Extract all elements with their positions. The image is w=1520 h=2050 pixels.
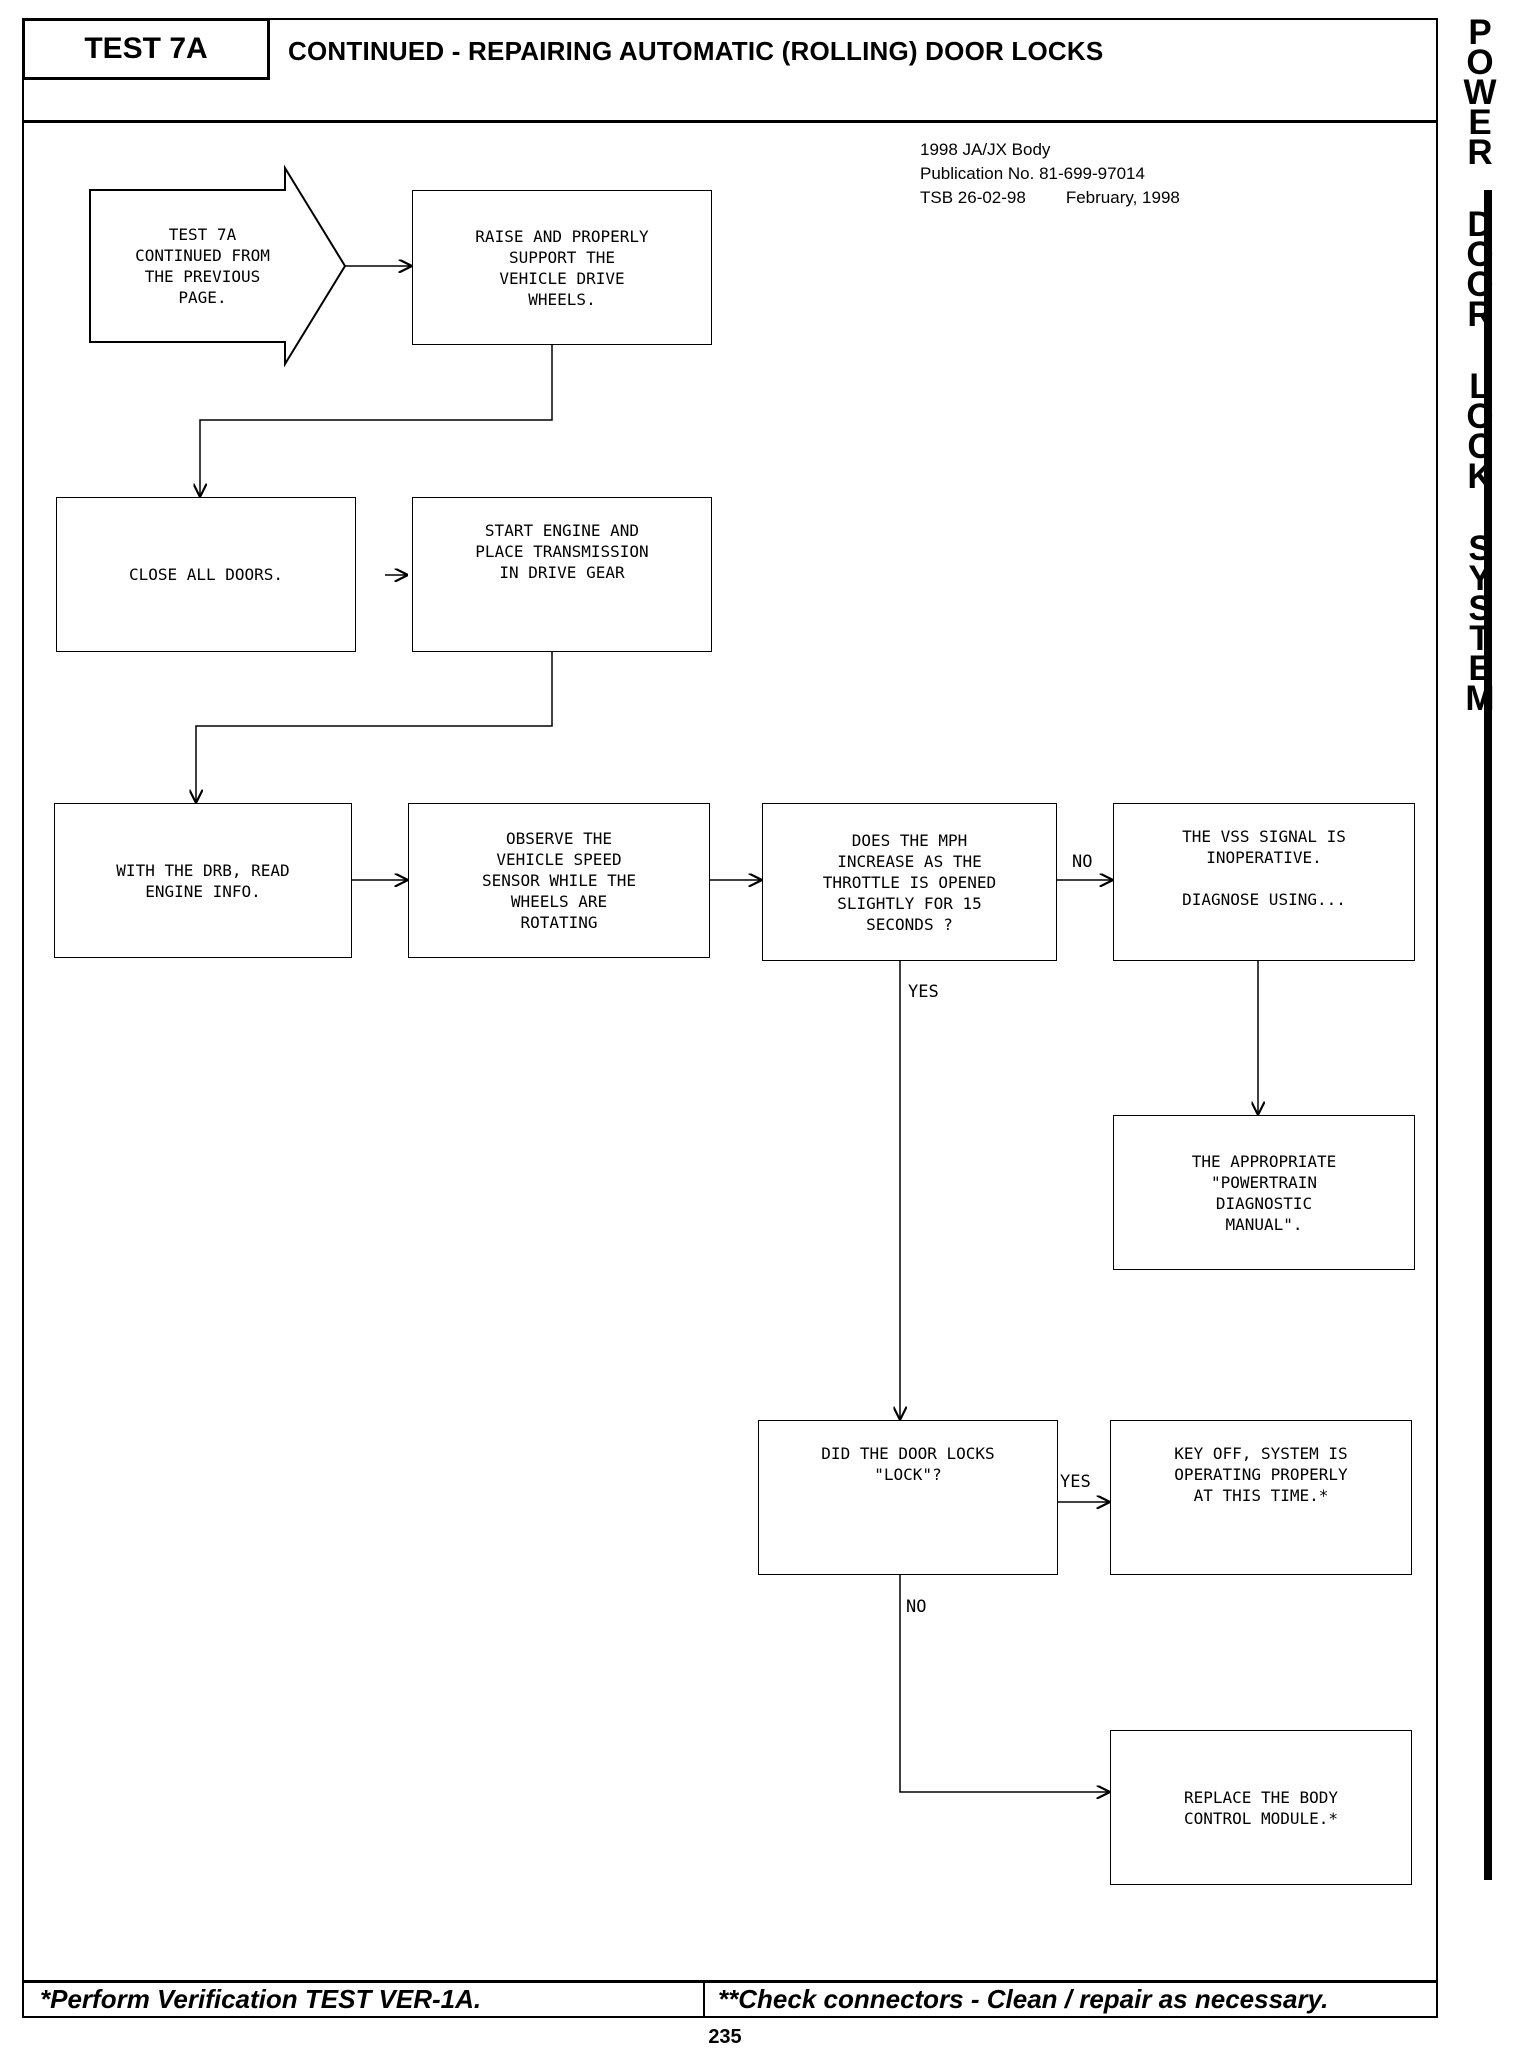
mph-question-box: DOES THE MPH INCREASE AS THE THROTTLE IS… [762,803,1057,961]
meta-date: February, 1998 [1065,188,1180,207]
observe-vss-box: OBSERVE THE VEHICLE SPEED SENSOR WHILE T… [408,803,710,958]
header-divider [22,120,1438,123]
footer-verification-note: *Perform Verification TEST VER-1A. [40,1984,482,2014]
start-engine-box: START ENGINE AND PLACE TRANSMISSION IN D… [412,497,712,652]
page-number: 235 [708,2026,742,2048]
drb-read-box: WITH THE DRB, READ ENGINE INFO. [54,803,352,958]
page-frame [22,18,1438,2018]
start-arrow-shape [89,164,347,368]
door-locks-question-box: DID THE DOOR LOCKS "LOCK"? [758,1420,1058,1575]
side-title-letter: R [1467,133,1493,172]
test-id-label: TEST 7A [22,18,270,80]
connector-engine-drb [196,650,553,803]
system-ok-box: KEY OFF, SYSTEM IS OPERATING PROPERLY AT… [1110,1420,1412,1575]
meta-body: 1998 JA/JX Body [920,140,1051,159]
meta-tsb-line: TSB 26-02-98 February, 1998 [920,188,1180,208]
replace-bcm-box: REPLACE THE BODY CONTROL MODULE.* [1110,1730,1412,1885]
side-title-letter: O [1466,43,1494,82]
meta-publication: Publication No. 81-699-97014 [920,164,1145,183]
vss-inoperative-box: THE VSS SIGNAL IS INOPERATIVE. DIAGNOSE … [1113,803,1415,961]
close-doors-box: CLOSE ALL DOORS. [56,497,356,652]
footer-divider [22,1980,1438,1983]
branch-label-yes-locks: YES [1060,1472,1091,1492]
start-box-text: TEST 7A CONTINUED FROM THE PREVIOUS PAGE… [135,225,270,307]
side-title-letter: W [1463,73,1497,112]
connector-raise-close [200,345,553,497]
side-title-letter: E [1468,103,1492,142]
footer-column-divider [703,1980,705,2018]
branch-label-no-vss: NO [1072,852,1093,872]
side-title-letter: P [1468,13,1492,52]
page-title: CONTINUED - REPAIRING AUTOMATIC (ROLLING… [288,36,1104,66]
meta-tsb: TSB 26-02-98 [920,188,1026,207]
appropriate-manual-box: THE APPROPRIATE "POWERTRAIN DIAGNOSTIC M… [1113,1115,1415,1270]
footer-connector-note: **Check connectors - Clean / repair as n… [718,1984,1329,2014]
side-section-bar [1484,190,1492,1880]
branch-label-no-locks: NO [906,1597,927,1617]
connector-doorlocks-bcm [899,1575,1110,1792]
branch-label-yes-mph: YES [908,982,939,1002]
raise-vehicle-box: RAISE AND PROPERLY SUPPORT THE VEHICLE D… [412,190,712,345]
